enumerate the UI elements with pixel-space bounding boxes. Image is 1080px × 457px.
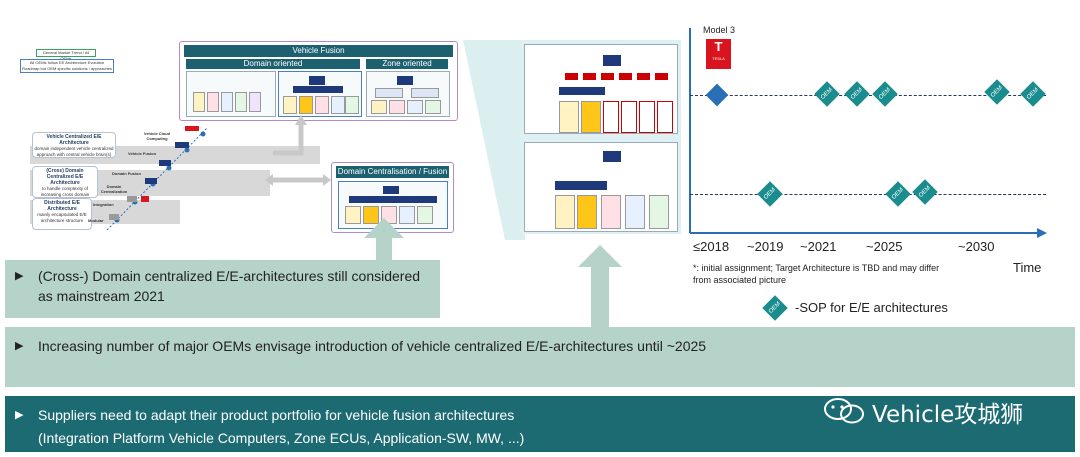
time-axis-label: Time bbox=[1013, 260, 1042, 275]
bullet-symbol-3: ▶ bbox=[15, 409, 24, 421]
bullet-symbol-1: ▶ bbox=[15, 270, 24, 282]
arch-vehicle-sub: domain independent vehicle centralized a… bbox=[34, 146, 114, 157]
watermark-text: Vehicle攻城狮 bbox=[872, 402, 1024, 428]
timeline-footnote: *: initial assignment; Target Architectu… bbox=[693, 263, 940, 285]
legend-general-trend: General Market Trend / All OEMs bbox=[36, 49, 96, 61]
stair-modular: Modular bbox=[88, 218, 104, 223]
domain-centralisation-panel: Domain Centralisation / Fusion bbox=[331, 162, 454, 233]
tick-2018: ≤2018 bbox=[693, 239, 730, 254]
vehicle-fusion-panel: Vehicle Fusion Domain oriented Zone orie… bbox=[179, 41, 458, 121]
arch-vehicle-centralized: Vehicle Centralized E/E Architecture dom… bbox=[32, 132, 116, 158]
tesla-logo: T TESLA bbox=[706, 39, 731, 69]
up-arrow-center bbox=[578, 245, 622, 330]
wechat-icon bbox=[824, 398, 864, 424]
arch-diagram-bottom bbox=[524, 142, 678, 232]
stair-vehicle-cloud: Vehicle Cloud Computing bbox=[143, 131, 171, 141]
bullet-text-3a: Suppliers need to adapt their product po… bbox=[38, 407, 515, 423]
tick-2025: ~2025 bbox=[866, 239, 903, 254]
arch-diagram-top bbox=[524, 44, 678, 134]
zoom-shape bbox=[463, 40, 525, 240]
bullet-text-3b: (Integration Platform Vehicle Computers,… bbox=[38, 430, 525, 446]
arch-distributed: Distributed E/E Architecture mainly enca… bbox=[32, 198, 92, 230]
domain-oriented-label: Domain oriented bbox=[186, 59, 360, 69]
legend-oem-marker: OEM bbox=[762, 295, 788, 321]
bullet-box-2: ▶ Increasing number of major OEMs envisa… bbox=[5, 327, 1075, 387]
tick-2019: ~2019 bbox=[747, 239, 784, 254]
bullet-text-1: (Cross-) Domain centralized E/E-architec… bbox=[38, 268, 421, 304]
legend-sop-text: -SOP for E/E architectures bbox=[795, 300, 948, 315]
tick-2030: ~2030 bbox=[958, 239, 995, 254]
mini-diagram-zone bbox=[366, 71, 450, 117]
arch-domain-title: (Cross) Domain Centralized E/E Architect… bbox=[46, 168, 84, 186]
model3-label: Model 3 bbox=[703, 25, 736, 35]
up-arrow-left bbox=[364, 218, 404, 263]
evolution-staircase bbox=[106, 126, 208, 231]
timeline-axes bbox=[689, 28, 1047, 238]
tesla-text: TESLA bbox=[712, 56, 725, 61]
domain-centralisation-title: Domain Centralisation / Fusion bbox=[336, 166, 449, 178]
zone-oriented-label: Zone oriented bbox=[366, 59, 448, 69]
center-diagram-panel bbox=[520, 40, 681, 234]
tick-2021: ~2021 bbox=[800, 239, 837, 254]
bullet-symbol-2: ▶ bbox=[15, 340, 24, 352]
dashline-bottom bbox=[690, 194, 1046, 195]
legend-oem-roadmap: All OEMs follow EE Architecture Evolutio… bbox=[20, 59, 114, 73]
arch-distributed-title: Distributed E/E Architecture bbox=[44, 200, 80, 212]
mini-diagram-2 bbox=[278, 71, 362, 117]
stair-vehicle-fusion: Vehicle Fusion bbox=[128, 151, 157, 156]
grey-arrows bbox=[265, 115, 331, 186]
bullet-text-2: Increasing number of major OEMs envisage… bbox=[38, 338, 707, 354]
bullet-box-3: ▶ Suppliers need to adapt their product … bbox=[5, 396, 1075, 452]
bullet-box-1: ▶ (Cross-) Domain centralized E/E-archit… bbox=[5, 260, 440, 318]
stair-domain-centralization: Domain Centralization bbox=[100, 184, 128, 194]
arch-distributed-sub: mainly encapsulated E/E architecture str… bbox=[37, 212, 87, 223]
arch-vehicle-title: Vehicle Centralized E/E Architecture bbox=[46, 134, 102, 146]
vehicle-fusion-title: Vehicle Fusion bbox=[184, 45, 453, 57]
stair-domain-fusion: Domain Fusion bbox=[112, 171, 141, 176]
stair-integration: Integration bbox=[93, 202, 114, 207]
mini-diagram-1 bbox=[186, 71, 276, 117]
arch-domain-centralized: (Cross) Domain Centralized E/E Architect… bbox=[32, 166, 98, 202]
